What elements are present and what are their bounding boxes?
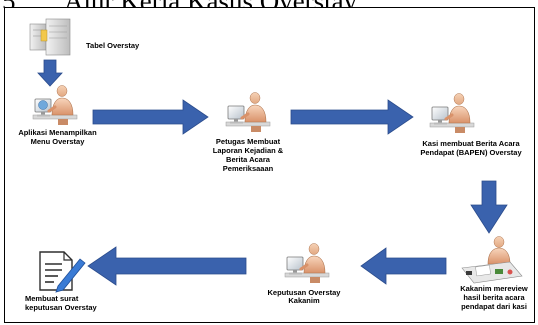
arrow-kakanim-to-keputusan: [360, 247, 447, 285]
label-petugas: Petugas Membuat Laporan Kejadian & Berit…: [212, 137, 284, 173]
label-surat: Membuat surat keputusan Overstay: [25, 294, 97, 312]
user-at-computer-icon: [428, 92, 476, 135]
document-edit-icon: [39, 251, 86, 293]
user-at-computer-icon: [224, 91, 272, 134]
label-kakanim-review: Kakanim mereview hasil berita acara pend…: [460, 284, 528, 311]
label-kasi: Kasi membuat Berita Acara Pendapat (BAPE…: [420, 139, 522, 157]
label-tabel-overstay: Tabel Overstay: [86, 41, 140, 50]
arrow-petugas-to-kasi: [290, 99, 414, 135]
user-reviewing-documents-icon: [461, 236, 523, 284]
arrow-aplikasi-to-petugas: [92, 99, 209, 135]
heading-number: 5.: [2, 0, 22, 8]
diagram-frame: [4, 7, 535, 323]
arrow-db-to-aplikasi: [37, 59, 63, 87]
heading-title: Alur Kerja Kasus Overstay: [64, 0, 357, 8]
label-aplikasi: Aplikasi Menampilkan Menu Overstay: [18, 128, 97, 146]
arrow-keputusan-to-surat: [87, 246, 247, 286]
arrow-kasi-to-kakanim: [470, 180, 508, 234]
user-at-computer-icon: [31, 84, 79, 127]
label-keputusan: Keputusan Overstay Kakanim: [267, 288, 341, 305]
section-heading: 5. Alur Kerja Kasus Overstay: [0, 0, 538, 8]
database-server-icon: [29, 18, 71, 56]
user-at-computer-icon: [283, 242, 331, 285]
